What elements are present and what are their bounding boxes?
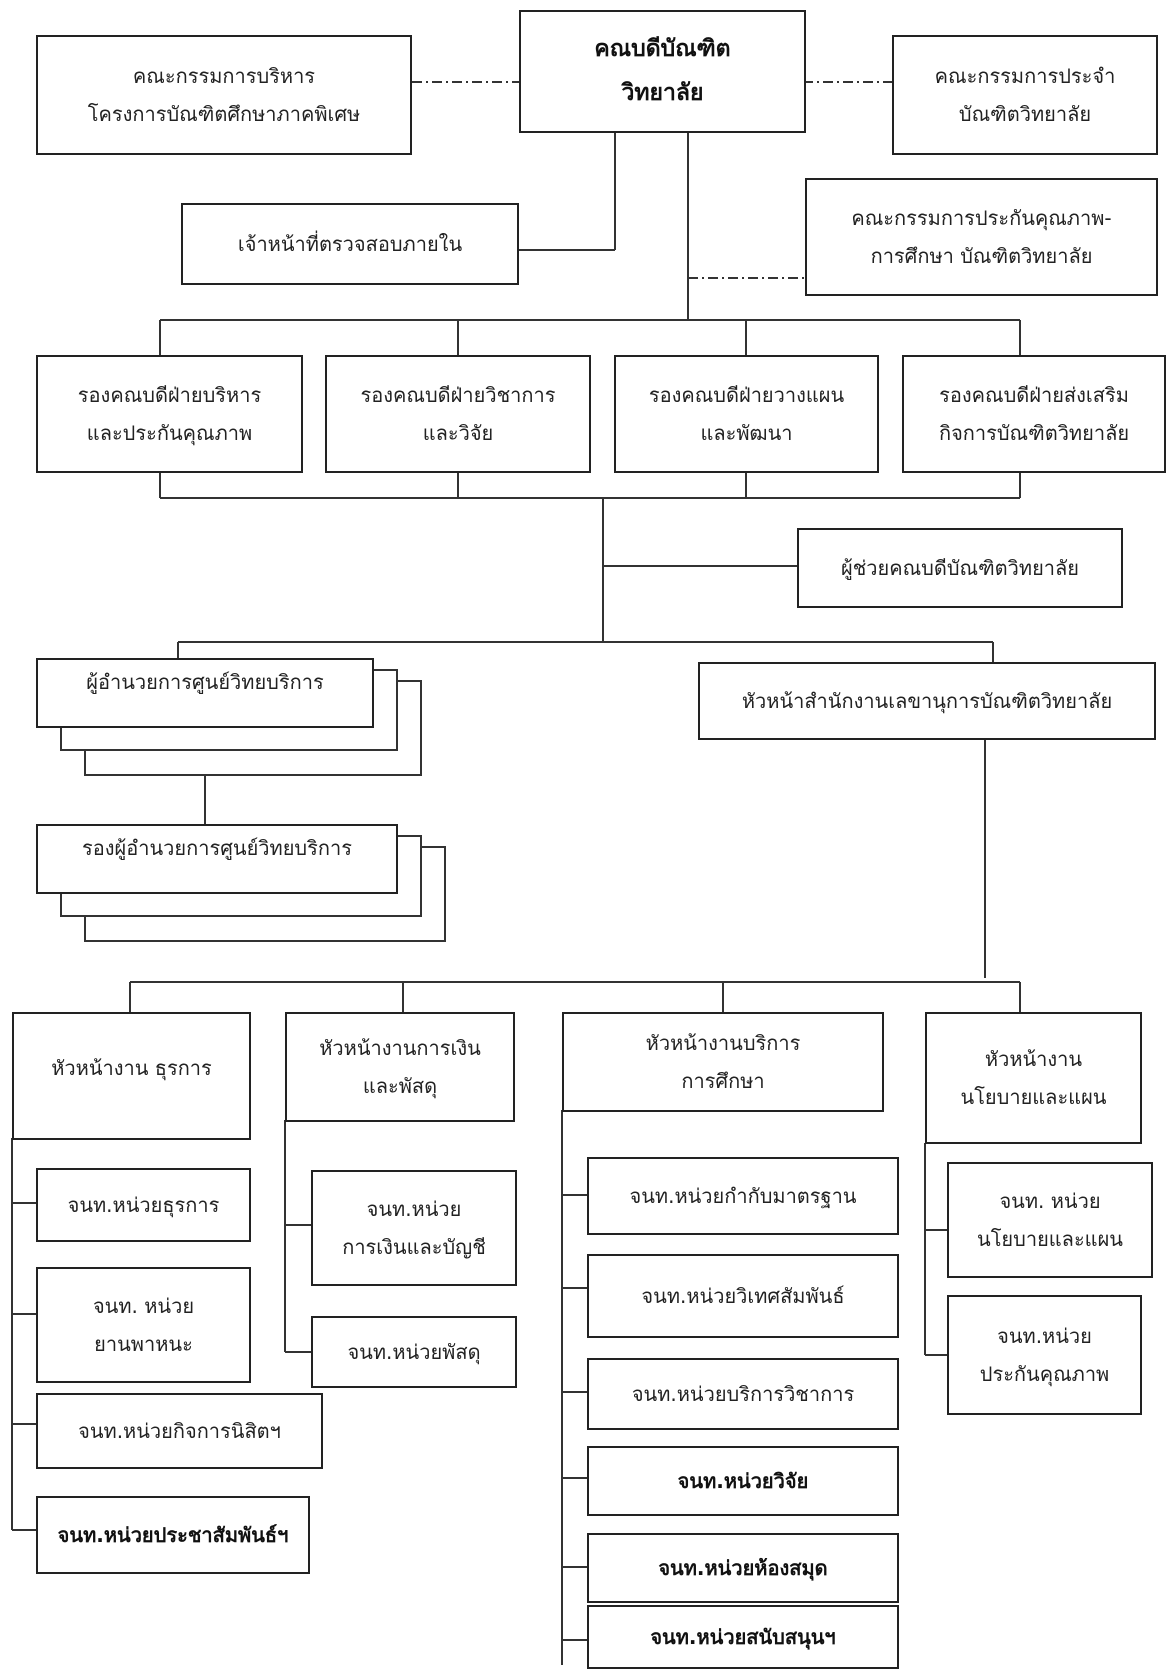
- deputy-center-director-box: รองผู้อำนวยการศูนย์วิทยบริการ: [36, 824, 398, 894]
- deputy-center-director-label: รองผู้อำนวยการศูนย์วิทยบริการ: [82, 836, 352, 860]
- deputy-dean-academic-line-2: และวิจัย: [422, 421, 494, 445]
- student-affairs-unit-label: จนท.หน่วยกิจการนิสิตฯ: [78, 1419, 281, 1443]
- assistant-dean-box: ผู้ช่วยคณบดีบัณฑิตวิทยาลัย: [797, 528, 1123, 608]
- deputy-dean-planning-line-2: และพัฒนา: [700, 421, 793, 445]
- deputy-dean-admin-line-1: รองคณบดีฝ่ายบริหาร: [77, 383, 262, 407]
- general-admin-head-label: หัวหน้างาน ธุรการ: [51, 1056, 212, 1080]
- quality-unit-box: จนท.หน่วย ประกันคุณภาพ: [947, 1295, 1142, 1415]
- standing-committee-line-2: บัณฑิตวิทยาลัย: [958, 102, 1092, 126]
- center-director-label: ผู้อำนวยการศูนย์วิทยบริการ: [86, 670, 324, 694]
- admin-unit-label: จนท.หน่วยธุรการ: [67, 1193, 220, 1217]
- support-unit-label: จนท.หน่วยสนับสนุนฯ: [650, 1625, 836, 1649]
- finance-head-box: หัวหน้างานการเงิน และพัสดุ: [285, 1012, 515, 1122]
- policy-head-line-1: หัวหน้างาน: [984, 1047, 1083, 1071]
- research-unit-box: จนท.หน่วยวิจัย: [587, 1446, 899, 1516]
- vehicle-unit-line-2: ยานพาหนะ: [94, 1332, 193, 1356]
- dean-line-1: คณบดีบัณฑิต: [594, 35, 731, 62]
- deputy-dean-affairs-box: รองคณบดีฝ่ายส่งเสริม กิจการบัณฑิตวิทยาลั…: [902, 355, 1166, 473]
- qa-committee-line-1: คณะกรรมการประกันคุณภาพ-: [851, 206, 1112, 230]
- education-service-head-box: หัวหน้างานบริการ การศึกษา: [562, 1012, 884, 1112]
- library-unit-box: จนท.หน่วยห้องสมุด: [587, 1533, 899, 1603]
- international-unit-box: จนท.หน่วยวิเทศสัมพันธ์: [587, 1254, 899, 1338]
- accounting-unit-line-2: การเงินและบัญชี: [342, 1235, 486, 1259]
- standing-committee-line-1: คณะกรรมการประจำ: [934, 64, 1116, 88]
- policy-unit-line-1: จนท. หน่วย: [999, 1189, 1101, 1213]
- deputy-dean-affairs-line-2: กิจการบัณฑิตวิทยาลัย: [938, 421, 1130, 445]
- assistant-dean-label: ผู้ช่วยคณบดีบัณฑิตวิทยาลัย: [840, 556, 1080, 580]
- finance-head-line-2: และพัสดุ: [362, 1074, 438, 1098]
- international-unit-label: จนท.หน่วยวิเทศสัมพันธ์: [641, 1284, 845, 1308]
- qa-committee-line-2: การศึกษา บัณฑิตวิทยาลัย: [870, 244, 1093, 268]
- policy-head-box: หัวหน้างาน นโยบายและแผน: [925, 1012, 1142, 1144]
- qa-committee-box: คณะกรรมการประกันคุณภาพ- การศึกษา บัณฑิตว…: [805, 178, 1158, 296]
- academic-service-unit-box: จนท.หน่วยบริการวิชาการ: [587, 1358, 899, 1430]
- office-head-label: หัวหน้าสำนักงานเลขานุการบัณฑิตวิทยาลัย: [741, 689, 1113, 713]
- deputy-dean-admin-line-2: และประกันคุณภาพ: [86, 421, 253, 445]
- education-service-head-line-2: การศึกษา: [681, 1069, 765, 1093]
- quality-unit-line-2: ประกันคุณภาพ: [979, 1362, 1110, 1386]
- academic-service-unit-label: จนท.หน่วยบริการวิชาการ: [631, 1382, 855, 1406]
- support-unit-box: จนท.หน่วยสนับสนุนฯ: [587, 1605, 899, 1669]
- special-program-committee-box: คณะกรรมการบริหาร โครงการบัณฑิตศึกษาภาคพิ…: [36, 35, 412, 155]
- special-committee-line-2: โครงการบัณฑิตศึกษาภาคพิเศษ: [87, 102, 361, 126]
- accounting-unit-line-1: จนท.หน่วย: [366, 1197, 462, 1221]
- standards-unit-label: จนท.หน่วยกำกับมาตรฐาน: [629, 1184, 857, 1208]
- accounting-unit-box: จนท.หน่วย การเงินและบัญชี: [311, 1170, 517, 1286]
- deputy-dean-affairs-line-1: รองคณบดีฝ่ายส่งเสริม: [939, 383, 1129, 407]
- education-service-head-line-1: หัวหน้างานบริการ: [645, 1031, 801, 1055]
- deputy-dean-planning-box: รองคณบดีฝ่ายวางแผน และพัฒนา: [614, 355, 879, 473]
- dean-box: คณบดีบัณฑิต วิทยาลัย: [519, 10, 806, 133]
- procurement-unit-label: จนท.หน่วยพัสดุ: [347, 1340, 481, 1364]
- deputy-dean-academic-box: รองคณบดีฝ่ายวิชาการ และวิจัย: [325, 355, 591, 473]
- policy-unit-box: จนท. หน่วย นโยบายและแผน: [947, 1162, 1153, 1278]
- center-director-box: ผู้อำนวยการศูนย์วิทยบริการ: [36, 658, 374, 728]
- admin-unit-box: จนท.หน่วยธุรการ: [36, 1168, 251, 1242]
- procurement-unit-box: จนท.หน่วยพัสดุ: [311, 1316, 517, 1388]
- office-head-box: หัวหน้าสำนักงานเลขานุการบัณฑิตวิทยาลัย: [698, 662, 1156, 740]
- pr-unit-label: จนท.หน่วยประชาสัมพันธ์ฯ: [57, 1523, 289, 1547]
- deputy-dean-admin-box: รองคณบดีฝ่ายบริหาร และประกันคุณภาพ: [36, 355, 303, 473]
- general-admin-head-box: หัวหน้างาน ธุรการ: [12, 1012, 251, 1140]
- internal-auditor-label: เจ้าหน้าที่ตรวจสอบภายใน: [237, 232, 463, 256]
- research-unit-label: จนท.หน่วยวิจัย: [677, 1469, 809, 1493]
- vehicle-unit-line-1: จนท. หน่วย: [92, 1294, 195, 1318]
- policy-head-line-2: นโยบายและแผน: [960, 1085, 1107, 1109]
- internal-auditor-box: เจ้าหน้าที่ตรวจสอบภายใน: [181, 203, 519, 285]
- student-affairs-unit-box: จนท.หน่วยกิจการนิสิตฯ: [36, 1393, 323, 1469]
- dean-line-2: วิทยาลัย: [621, 79, 704, 106]
- finance-head-line-1: หัวหน้างานการเงิน: [319, 1036, 481, 1060]
- pr-unit-box: จนท.หน่วยประชาสัมพันธ์ฯ: [36, 1496, 310, 1574]
- deputy-dean-planning-line-1: รองคณบดีฝ่ายวางแผน: [648, 383, 845, 407]
- standards-unit-box: จนท.หน่วยกำกับมาตรฐาน: [587, 1157, 899, 1235]
- special-committee-line-1: คณะกรรมการบริหาร: [132, 64, 316, 88]
- quality-unit-line-1: จนท.หน่วย: [997, 1324, 1092, 1348]
- library-unit-label: จนท.หน่วยห้องสมุด: [658, 1556, 828, 1580]
- deputy-dean-academic-line-1: รองคณบดีฝ่ายวิชาการ: [360, 383, 556, 407]
- vehicle-unit-box: จนท. หน่วย ยานพาหนะ: [36, 1267, 251, 1383]
- policy-unit-line-2: นโยบายและแผน: [977, 1227, 1123, 1251]
- standing-committee-box: คณะกรรมการประจำ บัณฑิตวิทยาลัย: [892, 35, 1158, 155]
